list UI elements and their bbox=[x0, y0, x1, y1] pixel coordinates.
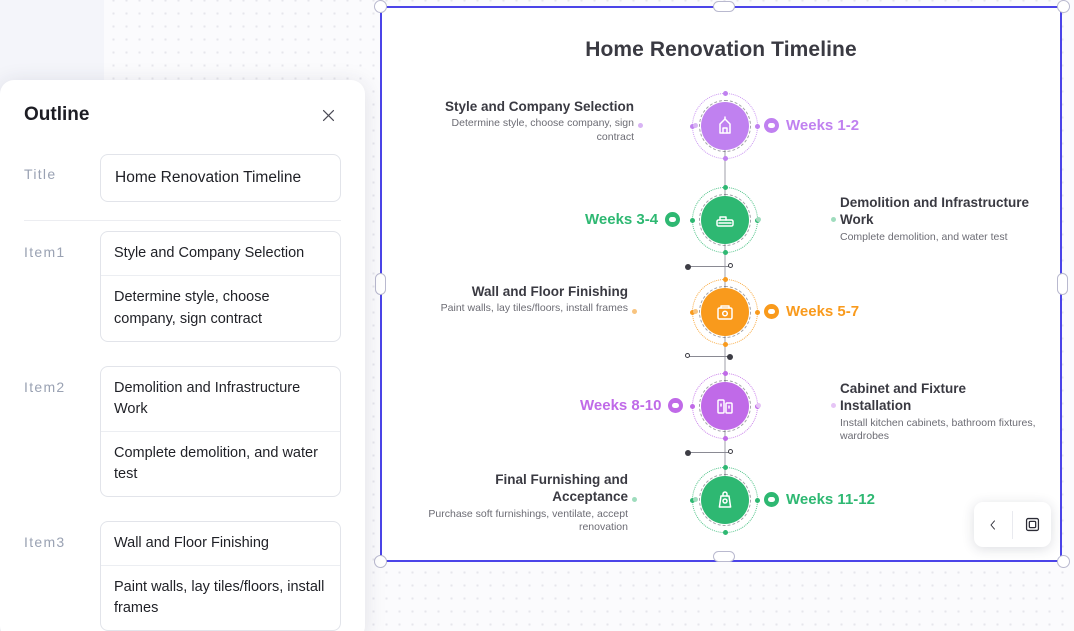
step-connector-1 bbox=[685, 262, 733, 270]
step-5-text: Final Furnishing and Acceptance Purchase… bbox=[422, 471, 628, 535]
node-dashed-ring-icon bbox=[699, 194, 751, 246]
outline-item-1-description[interactable]: Determine style, choose company, sign co… bbox=[101, 275, 340, 340]
node-dashed-ring-icon bbox=[699, 380, 751, 432]
controls-divider bbox=[1012, 510, 1013, 539]
step-3-text: Wall and Floor Finishing Paint walls, la… bbox=[430, 283, 628, 316]
sofa-bag-icon bbox=[701, 476, 749, 524]
week-marker-icon bbox=[764, 304, 779, 319]
outline-title-field[interactable]: Home Renovation Timeline bbox=[100, 154, 341, 203]
step-3-description: Paint walls, lay tiles/floors, install f… bbox=[440, 302, 628, 315]
step-1-description: Determine style, choose company, sign co… bbox=[451, 117, 634, 144]
step-4-description: Install kitchen cabinets, bathroom fixtu… bbox=[840, 416, 1036, 443]
slide-title: Home Renovation Timeline bbox=[585, 38, 857, 61]
slide-artboard[interactable]: Home Renovation Timeline bbox=[382, 8, 1060, 560]
node-dashed-ring-icon bbox=[699, 100, 751, 152]
step-1-text: Style and Company Selection Determine st… bbox=[430, 98, 634, 145]
week-marker-icon bbox=[764, 492, 779, 507]
outline-title: Outline bbox=[24, 104, 90, 125]
resize-handle-top-center[interactable] bbox=[713, 1, 735, 12]
step-4-heading: Cabinet and Fixture Installation bbox=[840, 381, 967, 414]
close-icon[interactable] bbox=[315, 102, 341, 128]
timeline-node-3[interactable] bbox=[689, 276, 760, 347]
expand-frame-icon[interactable] bbox=[1013, 502, 1051, 547]
timeline-diagram: Style and Company Selection Determine st… bbox=[382, 8, 1060, 560]
step-2-text: Demolition and Infrastructure Work Compl… bbox=[840, 194, 1040, 244]
node-1-connector bbox=[638, 122, 698, 129]
step-2-heading: Demolition and Infrastructure Work bbox=[840, 195, 1030, 228]
step-4-text: Cabinet and Fixture Installation Install… bbox=[840, 380, 1036, 444]
cabinet-icon bbox=[701, 382, 749, 430]
outline-item-3-heading[interactable]: Wall and Floor Finishing bbox=[114, 534, 269, 551]
step-3-week-label: Weeks 5-7 bbox=[764, 303, 859, 320]
outline-item-2-field[interactable]: Demolition and Infrastructure Work Compl… bbox=[100, 365, 341, 497]
node-4-connector bbox=[756, 402, 836, 409]
step-connector-2 bbox=[685, 352, 733, 360]
resize-handle-bottom-right[interactable] bbox=[1057, 555, 1070, 568]
resize-handle-left-middle[interactable] bbox=[375, 273, 386, 295]
outline-item-1-row: Item1 Style and Company Selection Determ… bbox=[24, 221, 341, 355]
node-5-connector bbox=[632, 496, 698, 503]
outline-title-row: Title Home Renovation Timeline bbox=[24, 144, 341, 216]
outline-item-2-description[interactable]: Complete demolition, and water test bbox=[101, 430, 340, 496]
week-marker-icon bbox=[668, 398, 684, 413]
timeline-node-4[interactable] bbox=[689, 370, 760, 441]
outline-panel: Outline Title Home Renovation Timeline I… bbox=[0, 80, 365, 631]
step-3-week-text: Weeks 5-7 bbox=[786, 303, 860, 320]
node-dashed-ring-icon bbox=[699, 286, 751, 338]
outline-item-2-label: Item2 bbox=[24, 378, 66, 395]
step-1-week-text: Weeks 1-2 bbox=[786, 117, 860, 134]
step-2-week-label: Weeks 3-4 bbox=[585, 211, 681, 228]
outline-item-3-field[interactable]: Wall and Floor Finishing Paint walls, la… bbox=[100, 520, 341, 631]
node-dashed-ring-icon bbox=[699, 474, 751, 526]
step-1-heading: Style and Company Selection bbox=[444, 99, 634, 114]
canvas-controls bbox=[974, 502, 1051, 547]
timeline-node-2[interactable] bbox=[689, 184, 760, 255]
timeline-node-5[interactable] bbox=[689, 464, 760, 535]
week-marker-icon bbox=[665, 212, 681, 227]
step-5-description: Purchase soft furnishings, ventilate, ac… bbox=[428, 507, 628, 534]
step-2-description: Complete demolition, and water test bbox=[840, 230, 1008, 243]
outline-title-value[interactable]: Home Renovation Timeline bbox=[115, 169, 302, 186]
outline-divider bbox=[24, 220, 341, 222]
resize-handle-bottom-left[interactable] bbox=[374, 555, 387, 568]
resize-handle-right-middle[interactable] bbox=[1057, 273, 1068, 295]
timeline-node-1[interactable] bbox=[689, 90, 760, 161]
node-2-connector bbox=[756, 216, 836, 223]
chevron-left-icon[interactable] bbox=[974, 502, 1012, 547]
outline-item-3-row: Item3 Wall and Floor Finishing Paint wal… bbox=[24, 511, 341, 631]
paint-bucket-icon bbox=[701, 288, 749, 336]
step-connector-3 bbox=[685, 448, 733, 456]
house-lamp-icon bbox=[701, 102, 749, 150]
resize-handle-top-right[interactable] bbox=[1057, 0, 1070, 13]
step-5-week-label: Weeks 11-12 bbox=[764, 491, 875, 508]
step-1-week-label: Weeks 1-2 bbox=[764, 117, 859, 134]
outline-item-1-field[interactable]: Style and Company Selection Determine st… bbox=[100, 231, 341, 342]
step-5-week-text: Weeks 11-12 bbox=[786, 491, 875, 508]
resize-handle-top-left[interactable] bbox=[374, 0, 387, 13]
outline-item-1-heading[interactable]: Style and Company Selection bbox=[114, 245, 305, 262]
excavator-icon bbox=[701, 196, 749, 244]
outline-item-1-label: Item1 bbox=[24, 244, 66, 261]
outline-item-3-label: Item3 bbox=[24, 533, 66, 550]
outline-header: Outline bbox=[24, 80, 341, 144]
step-3-heading: Wall and Floor Finishing bbox=[471, 284, 628, 299]
step-5-heading: Final Furnishing and Acceptance bbox=[495, 472, 628, 505]
outline-item-2-row: Item2 Demolition and Infrastructure Work… bbox=[24, 356, 341, 511]
resize-handle-bottom-center[interactable] bbox=[713, 551, 735, 562]
step-2-week-text: Weeks 3-4 bbox=[585, 211, 659, 228]
outline-item-3-description[interactable]: Paint walls, lay tiles/floors, install f… bbox=[101, 564, 340, 630]
node-3-connector bbox=[632, 308, 698, 315]
outline-item-2-heading[interactable]: Demolition and Infrastructure Work bbox=[114, 379, 301, 417]
step-4-week-text: Weeks 8-10 bbox=[580, 397, 662, 414]
week-marker-icon bbox=[764, 118, 779, 133]
outline-title-label: Title bbox=[24, 166, 57, 182]
step-4-week-label: Weeks 8-10 bbox=[580, 397, 684, 414]
